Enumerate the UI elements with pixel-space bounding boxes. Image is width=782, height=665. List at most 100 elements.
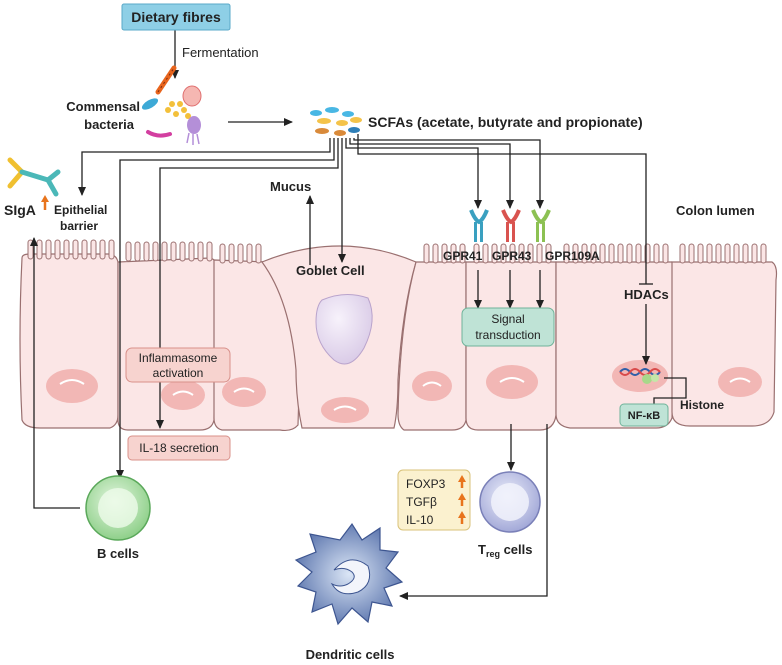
microvillus bbox=[441, 243, 448, 264]
gpr43-label: GPR43 bbox=[492, 249, 532, 263]
gpr41-receptor-icon bbox=[469, 209, 489, 242]
nfkb-label: NF-κB bbox=[628, 410, 660, 422]
commensal-label-2: bacteria bbox=[84, 117, 135, 132]
scfa-molecules-icon bbox=[310, 107, 362, 136]
siga-antibody-icon bbox=[7, 157, 61, 197]
cytokine-box bbox=[397, 469, 471, 531]
inflammasome-label-2: activation bbox=[153, 366, 204, 380]
scfas-label: SCFAs (acetate, butyrate and propionate) bbox=[368, 114, 643, 130]
microvillus bbox=[742, 243, 749, 264]
microvillus bbox=[237, 243, 244, 264]
microvillus bbox=[500, 243, 507, 264]
microvillus bbox=[653, 243, 660, 264]
hdac-nucleus bbox=[612, 360, 668, 392]
fermentation-label: Fermentation bbox=[182, 45, 259, 60]
epithelial-cell-3 bbox=[213, 259, 301, 432]
microvillus bbox=[188, 241, 195, 262]
microvillus bbox=[423, 243, 430, 264]
microvillus bbox=[581, 243, 588, 264]
microvilli bbox=[27, 239, 767, 264]
il10-label: IL-10 bbox=[406, 513, 434, 527]
microvillus bbox=[45, 239, 52, 260]
treg-cells-label: Treg cells bbox=[478, 542, 533, 559]
microvillus bbox=[72, 239, 79, 260]
microvillus bbox=[432, 243, 439, 264]
microvillus bbox=[170, 241, 177, 262]
gpr109a-receptor-icon bbox=[531, 209, 551, 242]
tgfb-up-arrow-icon bbox=[458, 493, 466, 506]
microvillus bbox=[590, 243, 597, 264]
microvillus bbox=[626, 243, 633, 264]
microvillus bbox=[536, 243, 543, 264]
pathway-lines bbox=[30, 30, 687, 600]
microvillus bbox=[152, 241, 159, 262]
microvillus bbox=[143, 241, 150, 262]
microvillus bbox=[99, 239, 106, 260]
il18-label: IL-18 secretion bbox=[139, 441, 218, 455]
goblet-cell bbox=[261, 245, 417, 429]
dendritic-cells-label: Dendritic cells bbox=[306, 647, 395, 662]
dietary-fibres-box bbox=[121, 3, 231, 31]
microvillus bbox=[450, 243, 457, 264]
nfkb-box bbox=[619, 403, 669, 427]
goblet-cell-label: Goblet Cell bbox=[296, 263, 365, 278]
mucus-label: Mucus bbox=[270, 179, 311, 194]
microvillus bbox=[197, 241, 204, 262]
microvillus bbox=[706, 243, 713, 264]
microvillus bbox=[206, 241, 213, 262]
microvillus bbox=[760, 243, 767, 264]
microvillus bbox=[733, 243, 740, 264]
microvillus bbox=[572, 243, 579, 264]
microvillus bbox=[36, 239, 43, 260]
microvillus bbox=[219, 243, 226, 264]
microvillus bbox=[563, 243, 570, 264]
microvillus bbox=[662, 243, 669, 264]
gpr43-receptor-icon bbox=[501, 209, 521, 242]
microvillus bbox=[608, 243, 615, 264]
il10-up-arrow-icon bbox=[458, 511, 466, 524]
microvillus bbox=[108, 239, 115, 260]
microvillus bbox=[518, 243, 525, 264]
microvillus bbox=[246, 243, 253, 264]
microvillus bbox=[90, 239, 97, 260]
microvillus bbox=[179, 241, 186, 262]
microvillus bbox=[697, 243, 704, 264]
microvillus bbox=[599, 243, 606, 264]
microvillus bbox=[459, 243, 466, 264]
microvillus bbox=[635, 243, 642, 264]
inflammasome-box bbox=[125, 347, 231, 383]
il18-secretion-box bbox=[127, 435, 231, 461]
hdacs-label: HDACs bbox=[624, 287, 669, 302]
siga-label: SIgA bbox=[4, 202, 36, 218]
microvillus bbox=[482, 243, 489, 264]
microvillus bbox=[509, 243, 516, 264]
epithelial-label-1: Epithelial bbox=[54, 203, 107, 217]
b-cell-icon bbox=[85, 475, 151, 541]
epithelial-cell-5 bbox=[397, 261, 467, 431]
microvillus bbox=[54, 239, 61, 260]
microvillus bbox=[473, 243, 480, 264]
epithelial-cell-2 bbox=[117, 257, 217, 431]
treg-cell-icon bbox=[479, 471, 541, 533]
microvillus bbox=[255, 243, 262, 264]
gpr109a-label: GPR109A bbox=[545, 249, 600, 263]
epithelial-label-2: barrier bbox=[60, 219, 98, 233]
nucleus bbox=[46, 369, 98, 403]
microvillus bbox=[751, 243, 758, 264]
microvillus bbox=[715, 243, 722, 264]
microvillus bbox=[134, 241, 141, 262]
gpr41-label: GPR41 bbox=[443, 249, 483, 263]
histone-icon bbox=[642, 374, 652, 384]
siga-up-arrow-icon bbox=[41, 195, 49, 210]
microvillus bbox=[545, 243, 552, 264]
foxp3-up-arrow-icon bbox=[458, 475, 466, 488]
microvillus bbox=[724, 243, 731, 264]
signal-transduction-box bbox=[461, 307, 555, 347]
inflammasome-label-1: Inflammasome bbox=[139, 351, 218, 365]
microvillus bbox=[161, 241, 168, 262]
dietary-fibres-label: Dietary fibres bbox=[131, 9, 221, 25]
histone-label: Histone bbox=[680, 398, 724, 412]
microvillus bbox=[491, 243, 498, 264]
microvillus bbox=[63, 239, 70, 260]
microvillus bbox=[527, 243, 534, 264]
